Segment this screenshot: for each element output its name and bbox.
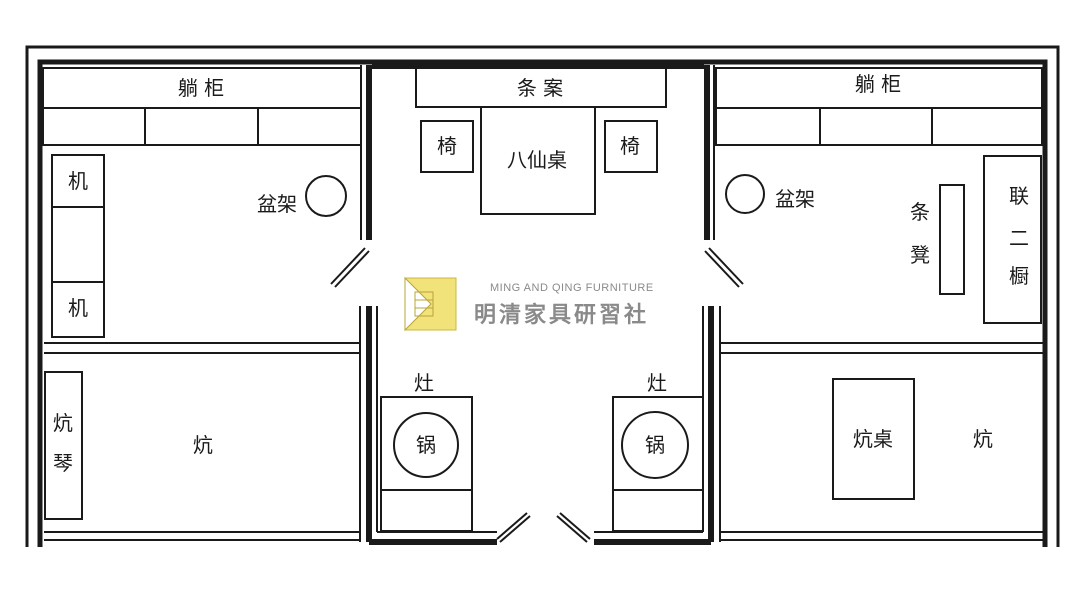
- bench-label-bottom: 凳: [910, 243, 930, 267]
- left-stove-label: 灶: [414, 371, 434, 395]
- kang-qin-label-1: 炕: [53, 411, 73, 435]
- double-cabinet-label-3: 橱: [1009, 264, 1029, 288]
- double-cabinet-label-2: 二: [1009, 226, 1029, 250]
- left-wok-label: 锅: [416, 433, 436, 457]
- left-stove-rect: [380, 396, 473, 532]
- chair-right-rect: [604, 120, 658, 173]
- right-cabinet-label: 躺 柜: [855, 72, 901, 96]
- left-basin-label: 盆架: [257, 192, 297, 216]
- bench-rect: [939, 184, 965, 295]
- watermark: MING AND QING FURNITURE 明清家具研習社: [404, 276, 654, 332]
- left-cabinet: [42, 67, 362, 146]
- watermark-logo: [404, 276, 457, 332]
- eight-immortals-table-label: 八仙桌: [507, 148, 567, 172]
- kang-table-rect: [832, 378, 915, 500]
- watermark-chinese: 明清家具研習社: [474, 302, 649, 328]
- left-table-bottom-label: 机: [68, 296, 88, 320]
- room-dividers: [44, 342, 1043, 541]
- double-cabinet-rect: [983, 155, 1042, 324]
- right-wok: [621, 411, 689, 479]
- double-cabinet-label-1: 联: [1009, 184, 1029, 208]
- kang-table-label: 炕桌: [853, 427, 893, 451]
- kang-qin-label-2: 琴: [53, 451, 73, 475]
- right-cabinet: [715, 67, 1043, 146]
- bench-label-top: 条: [910, 200, 930, 224]
- right-stove-label: 灶: [647, 371, 667, 395]
- right-basin-label: 盆架: [775, 187, 815, 211]
- eight-immortals-table-rect: [480, 106, 596, 215]
- doors: [330, 247, 744, 543]
- interior-walls: [366, 63, 714, 545]
- left-basin: [305, 175, 347, 217]
- long-table-label: 条 案: [517, 76, 563, 100]
- chair-left-rect: [420, 120, 474, 173]
- left-cabinet-label: 躺 柜: [178, 76, 224, 100]
- chair-right-label: 椅: [620, 134, 640, 158]
- right-stove-rect: [612, 396, 704, 532]
- labels: 躺 柜 机 机 盆架 条 案 椅 八仙桌 椅 躺 柜 盆架 条 凳 联 二 橱 …: [53, 72, 1029, 475]
- right-kang-label: 炕: [973, 427, 993, 451]
- left-kang-label: 炕: [193, 433, 213, 457]
- watermark-english: MING AND QING FURNITURE: [490, 282, 654, 294]
- chair-left-label: 椅: [437, 134, 457, 158]
- outer-frame: [25, 45, 1060, 547]
- left-table-top-label: 机: [68, 169, 88, 193]
- kang-qin-rect: [44, 371, 83, 520]
- right-wok-label: 锅: [645, 433, 665, 457]
- left-wok: [393, 412, 459, 478]
- left-tables: [51, 154, 105, 338]
- right-basin: [725, 174, 765, 214]
